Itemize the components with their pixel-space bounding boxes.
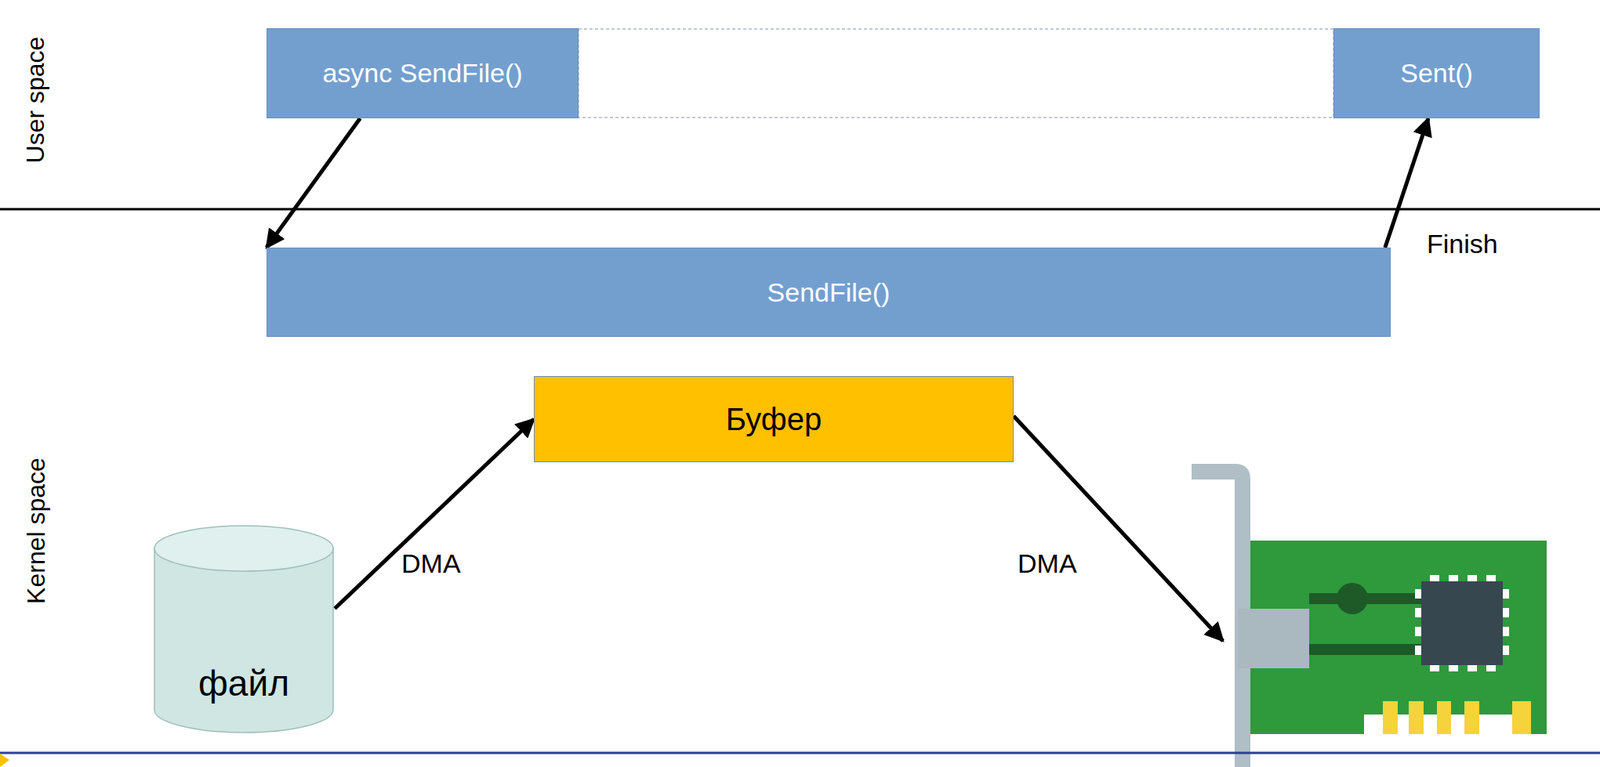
node-text: Sent() [1400,58,1474,89]
node-text: Буфер [725,402,822,438]
node-text: SendFile() [767,277,891,309]
card-trace-end [1336,583,1368,615]
footer-rule [0,752,1600,755]
process-box: Sent() [1333,28,1540,119]
card-chip [1421,581,1503,666]
transfer-label: DMA [1017,548,1078,580]
edge-label: DMA [401,548,461,580]
network-card [1191,464,1547,767]
node-text: async SendFile() [322,58,523,89]
arrow-connector [334,419,534,610]
card-port [1237,609,1310,669]
region-label: User space [21,36,51,164]
footer-icon [0,754,10,767]
node-text: файл [198,662,290,705]
space-divider [0,208,1600,211]
dma-arrow [1013,416,1223,642]
card-trace [1309,644,1422,656]
arrow-connector [266,118,360,248]
chip-pins [1414,575,1510,672]
process-box: async SendFile() [266,28,579,119]
kernel-call-box: SendFile() [266,247,1391,338]
card-contacts [1382,701,1532,735]
region-label: Kernel space [21,457,51,605]
file-cylinder: файл [152,525,335,735]
event-label: Finish [1426,228,1499,260]
arrow-connector [1385,118,1429,248]
waiting-span [578,29,1334,118]
buffer-box: Буфер [533,376,1014,463]
